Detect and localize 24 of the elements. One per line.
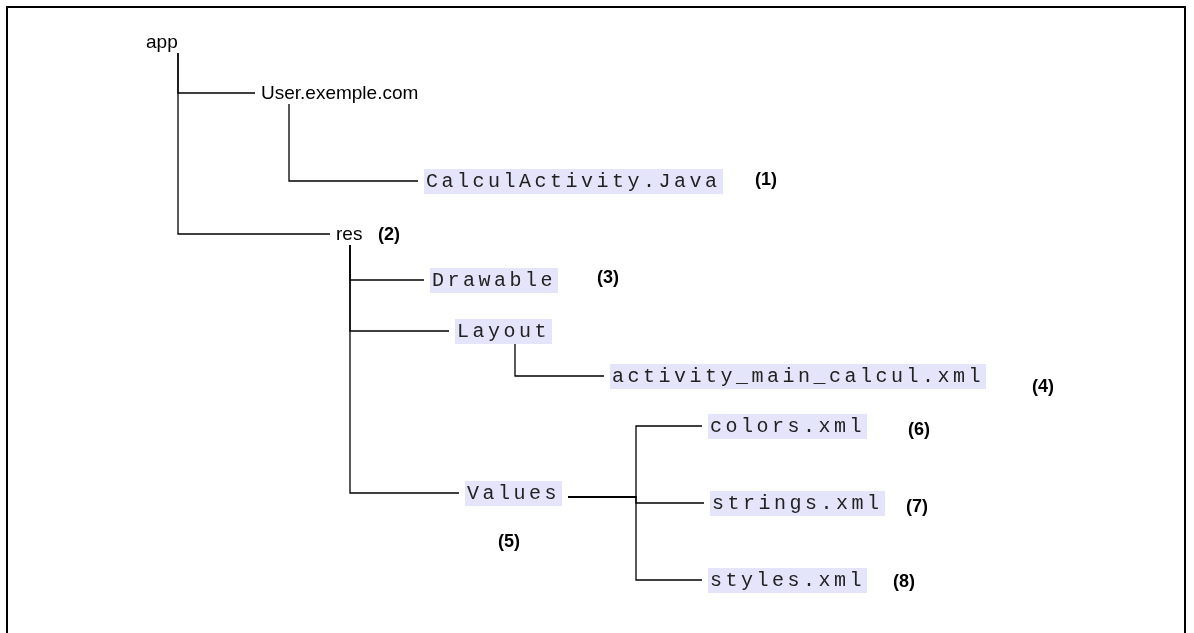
callout-number: (5) [498,530,520,552]
tree-connector [177,52,331,235]
tree-connector [514,341,605,377]
callout-number: (7) [906,495,928,517]
folder-name: app [146,31,178,52]
callout-number: (4) [1032,375,1054,397]
file-name: Values [465,480,562,506]
callout-number: (2) [378,223,400,245]
file-name: colors.xml [708,413,868,439]
callout-number: (6) [908,418,930,440]
folder-name: res [336,223,363,244]
file-name: Drawable [430,267,558,293]
file-name: Layout [455,318,552,344]
callout-number: (1) [755,168,777,190]
tree-connector [567,496,703,581]
file-name: CalculActivity.Java [424,168,723,194]
folder-name: User.exemple.com [261,82,419,103]
tree-connector [288,103,419,182]
file-name: styles.xml [708,567,868,593]
callout-number: (3) [597,266,619,288]
file-name: activity_main_calcul.xml [610,363,987,389]
tree-connector [349,244,460,494]
callout-number: (8) [893,570,915,592]
file-name: strings.xml [710,490,885,516]
